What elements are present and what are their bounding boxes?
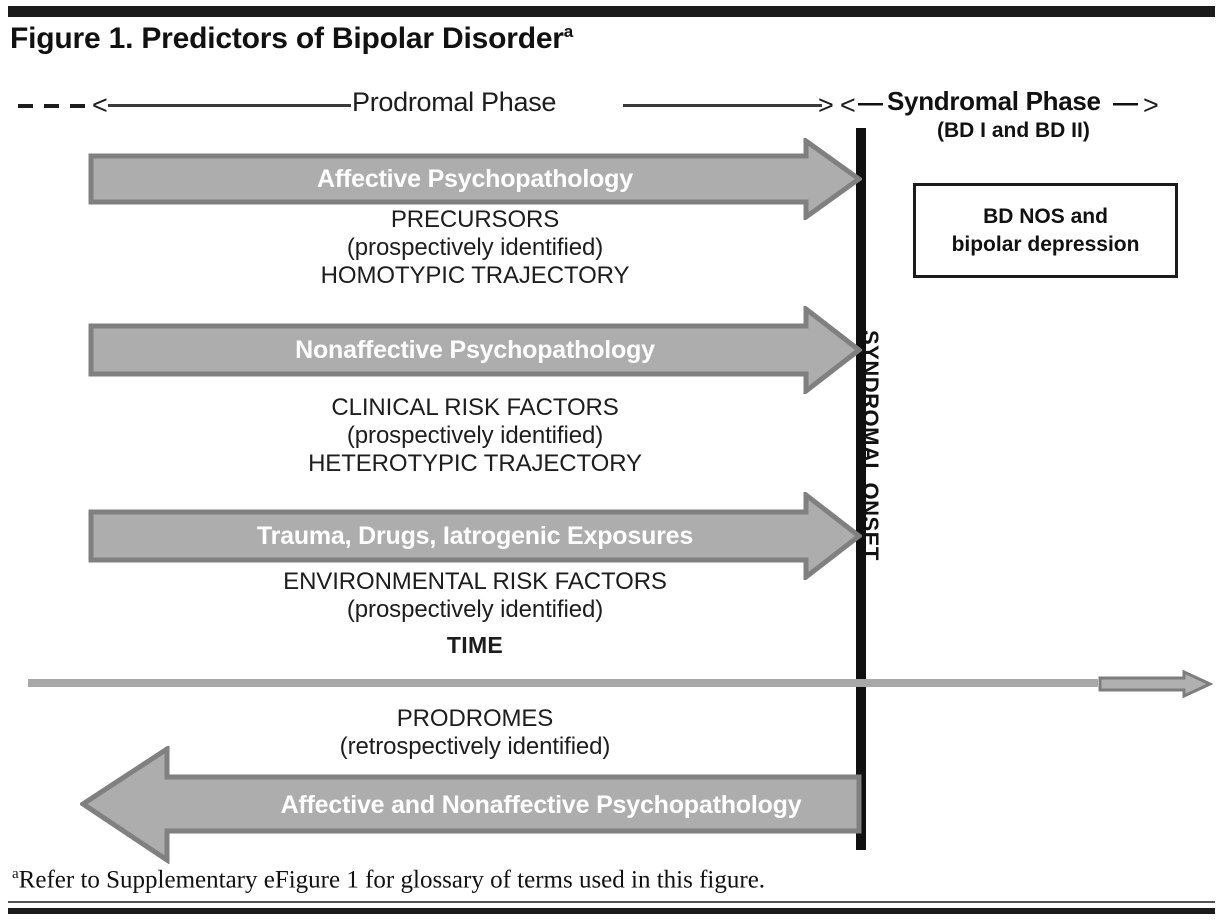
prodromal-line-right xyxy=(623,104,822,107)
caption-clinical-line1: CLINICAL RISK FACTORS xyxy=(331,394,619,421)
bd-nos-line-1: BD NOS and xyxy=(983,204,1108,228)
footnote-text: Refer to Supplementary eFigure 1 for glo… xyxy=(18,866,766,894)
caption-clinical-line3: HETEROTYPIC TRAJECTORY xyxy=(308,450,642,478)
caption-environmental-line1: ENVIRONMENTAL RISK FACTORS xyxy=(283,568,667,595)
arrow-shape-right-icon xyxy=(88,306,862,394)
footnote-divider xyxy=(8,901,1215,903)
prodromal-right-caret-icon: > xyxy=(818,90,834,120)
caption-precursors-line2: (prospectively identified) xyxy=(346,234,604,262)
time-axis-label: TIME xyxy=(446,632,504,659)
dashed-lead-line-icon xyxy=(18,104,88,108)
syndromal-right-caret-icon: > xyxy=(1143,90,1159,120)
bottom-divider-rule xyxy=(8,908,1215,914)
top-divider-rule xyxy=(8,6,1215,17)
caption-block-precursors: PRECURSORS (prospectively identified) HO… xyxy=(175,206,775,290)
caption-block-prodromes: PRODROMES (retrospectively identified) xyxy=(175,705,775,761)
page-title: Figure 1. Predictors of Bipolar Disorder… xyxy=(10,22,573,56)
syndromal-emdash-left: — xyxy=(858,89,883,117)
arrow-trauma-drugs-iatrogenic: Trauma, Drugs, Iatrogenic Exposures xyxy=(88,492,862,580)
prodromal-line-left xyxy=(108,104,351,107)
arrow-shape-left-icon xyxy=(80,746,862,864)
prodromal-phase-label: Prodromal Phase xyxy=(352,87,557,117)
caption-clinical-line2: (prospectively identified) xyxy=(346,422,604,450)
figure-footnote: aRefer to Supplementary eFigure 1 for gl… xyxy=(12,866,765,894)
syndromal-phase-sublabel: (BD I and BD II) xyxy=(937,119,1090,142)
time-axis-arrowhead-icon xyxy=(1098,669,1214,703)
arrow-nonaffective-psychopathology: Nonaffective Psychopathology xyxy=(88,306,862,394)
arrow-shape-right-icon xyxy=(88,492,862,580)
bd-nos-box: BD NOS and bipolar depression xyxy=(913,183,1178,278)
caption-block-environmental-risk: ENVIRONMENTAL RISK FACTORS (prospectivel… xyxy=(175,568,775,659)
caption-environmental-line2: (prospectively identified) xyxy=(346,596,604,624)
caption-block-clinical-risk: CLINICAL RISK FACTORS (prospectively ide… xyxy=(175,394,775,478)
syndromal-onset-divider xyxy=(856,128,866,850)
arrow-shape-right-icon xyxy=(88,138,862,220)
syndromal-onset-label: SYNDROMAL ONSET xyxy=(858,329,883,561)
syndromal-phase-label: Syndromal Phase xyxy=(887,86,1101,116)
caption-prodromes-line2: (retrospectively identified) xyxy=(339,733,611,761)
caption-prodromes-line1: PRODROMES xyxy=(396,705,554,732)
title-footnote-marker: a xyxy=(563,22,574,41)
phase-header-row: < Prodromal Phase > < — Syndromal Phase … xyxy=(0,86,1223,142)
bd-nos-line-2: bipolar depression xyxy=(951,232,1140,256)
caption-precursors-line1: PRECURSORS xyxy=(390,206,560,233)
caption-precursors-line3: HOMOTYPIC TRAJECTORY xyxy=(320,262,630,290)
figure-title-text: Figure 1. Predictors of Bipolar Disorder xyxy=(10,22,564,55)
syndromal-emdash-right: — xyxy=(1113,89,1138,117)
syndromal-left-caret-icon: < xyxy=(840,90,856,120)
time-axis-line xyxy=(28,679,1098,687)
arrow-affective-and-nonaffective: Affective and Nonaffective Psychopatholo… xyxy=(80,746,862,864)
prodromal-left-caret-icon: < xyxy=(92,90,108,120)
footnote-marker: a xyxy=(12,866,19,882)
